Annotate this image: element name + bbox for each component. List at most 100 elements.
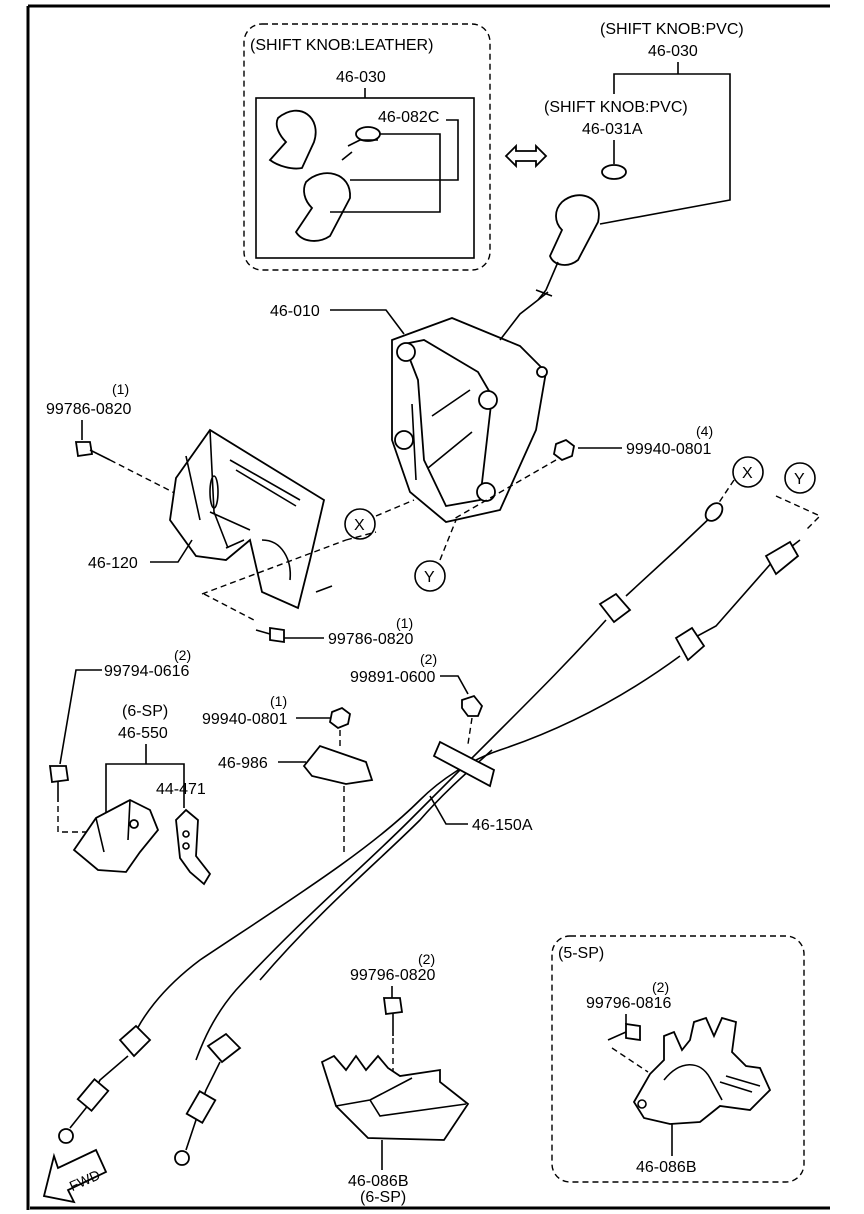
bolt-c-axis — [57, 806, 96, 833]
heat-insulator-6sp-icon — [320, 1054, 470, 1141]
cable-x-line — [195, 619, 607, 1061]
heat-5sp-part-number: 46-086B — [636, 1159, 697, 1176]
bolt-e-head-icon — [625, 1022, 641, 1042]
cable-x-eye-icon — [174, 1150, 190, 1166]
nut-a-axis — [451, 459, 557, 521]
leather-cap-part-number: 46-082C — [378, 109, 439, 126]
nut-c-icon — [329, 706, 351, 730]
sp5-inset — [551, 935, 805, 1183]
cable-x-grommet-icon — [598, 592, 632, 624]
cable-y-boot-icon — [76, 1077, 110, 1113]
switch-part-number: 44-471 — [156, 781, 206, 798]
nut-c-part-number: 99940-0801 — [202, 711, 288, 728]
sp6-label: (6-SP) — [122, 703, 168, 720]
fwd-arrow-icon — [42, 1148, 108, 1204]
cable-x-end-fitting-icon — [206, 1032, 242, 1064]
pvc-knob-icon — [549, 194, 600, 266]
nut-b-icon — [461, 694, 484, 717]
leader — [330, 133, 441, 213]
pin-icon — [536, 366, 548, 378]
ref-x-circle — [344, 508, 376, 540]
hole-icon — [637, 1099, 647, 1109]
nut-c-qty: (1) — [270, 693, 287, 709]
bolt-d-head-icon — [382, 997, 404, 1016]
bolt-e-shank — [607, 1031, 627, 1041]
cover-6sp-part-number: 46-550 — [118, 725, 168, 742]
cover-6sp-icon — [72, 798, 160, 873]
pvc-cap-title: (SHIFT KNOB:PVC) — [544, 99, 688, 116]
bolt-e-part-number: 99796-0816 — [586, 995, 672, 1012]
ref-axis — [717, 479, 735, 505]
cable-y-line — [131, 655, 681, 1041]
bushing-icon — [394, 430, 414, 450]
leather-knob-box — [255, 97, 475, 259]
leather-cap-icon — [355, 126, 381, 142]
ref-axis — [775, 495, 822, 531]
bushing-icon — [396, 342, 416, 362]
bolt-b-head-icon — [269, 626, 285, 644]
cable-y-end-fitting-icon — [118, 1024, 152, 1058]
cover-6sp-detail — [95, 799, 131, 853]
bolt-d-qty: (2) — [418, 951, 435, 967]
nut-a-qty: (4) — [696, 423, 713, 439]
bolt-c-head-icon — [48, 765, 70, 784]
ref-y-circle-right — [784, 462, 816, 494]
leader — [105, 744, 185, 820]
bolt-a-part-number: 99786-0820 — [46, 401, 132, 418]
shift-lever-rod — [499, 289, 553, 341]
bushing-icon — [476, 482, 496, 502]
ref-axis — [375, 499, 415, 517]
ref-y-label: Y — [424, 569, 435, 586]
clip-part-number: 46-986 — [218, 755, 268, 772]
ref-y-circle — [414, 560, 446, 592]
shift-lever-plate — [402, 339, 493, 508]
lever-shaft — [537, 261, 559, 301]
cable-x-line-2 — [259, 749, 493, 981]
sp5-label: (5-SP) — [558, 945, 604, 962]
ref-y-label-right: Y — [794, 471, 805, 488]
bolt-a-qty: (1) — [112, 381, 129, 397]
bracket-icon — [169, 428, 326, 610]
bolt-c-qty: (2) — [174, 647, 191, 663]
pvc-cap-icon — [601, 164, 627, 180]
leader — [429, 795, 468, 825]
leader — [59, 669, 102, 765]
leather-knob-upper — [268, 109, 317, 170]
pvc-cap-part-number: 46-031A — [582, 121, 643, 138]
clip-icon — [302, 744, 374, 785]
cable-x-boot-icon — [185, 1090, 217, 1124]
cable-y-grommet-icon — [674, 626, 706, 662]
cable-x-eye-icon — [704, 502, 724, 522]
pvc-knob-title: (SHIFT KNOB:PVC) — [600, 21, 744, 38]
bushing-icon — [478, 390, 498, 410]
leather-knob-part-number: 46-030 — [336, 69, 386, 86]
interchange-arrow-icon — [504, 143, 548, 169]
cable-part-number: 46-150A — [472, 817, 533, 834]
heat-6sp-part-number: 46-086B — [348, 1173, 409, 1190]
leather-knob-title: (SHIFT KNOB:LEATHER) — [250, 37, 433, 54]
switch-terminal-icon — [182, 842, 190, 850]
ref-x-circle-right — [732, 456, 764, 488]
leader — [150, 539, 193, 563]
cable-y-eye-icon — [58, 1128, 74, 1144]
switch-terminal-icon — [182, 830, 190, 838]
bolt-b-shank — [255, 629, 271, 635]
bolt-e-axis — [611, 1047, 649, 1073]
leader — [350, 119, 459, 181]
switch-icon — [175, 808, 212, 886]
heat-insulator-5sp-detail — [663, 1064, 761, 1101]
screw-icon — [341, 139, 361, 161]
leather-knob-inset — [243, 23, 491, 271]
heat-insulator-5sp-icon — [632, 1016, 772, 1125]
bolt-d-part-number: 99796-0820 — [350, 967, 436, 984]
bracket-arc — [261, 539, 291, 581]
leader — [599, 62, 731, 225]
cable-bracket-icon — [432, 740, 496, 788]
ref-x-label-right: X — [742, 465, 753, 482]
lever-part-number: 46-010 — [270, 303, 320, 320]
nut-b-part-number: 99891-0600 — [350, 669, 436, 686]
heat-6sp-note: (6-SP) — [360, 1189, 406, 1206]
bolt-b-part-number: 99786-0820 — [328, 631, 414, 648]
